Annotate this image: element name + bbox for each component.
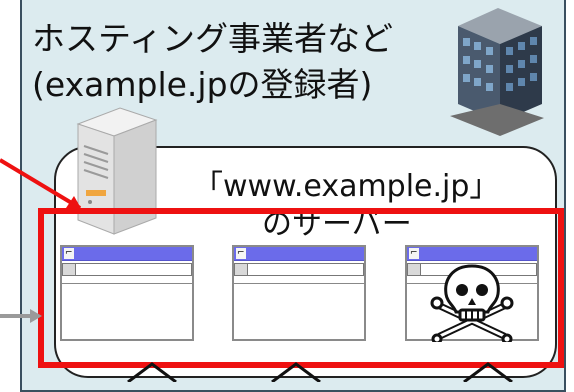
organization-name: ホスティング事業者など (32, 19, 394, 58)
address-field (248, 263, 364, 276)
title-bar: ⌐ (62, 247, 192, 261)
server-label-domain: 「www.example.jp」 (193, 169, 500, 204)
organization-registrant: (example.jpの登録者) (32, 65, 373, 104)
building-icon (450, 8, 544, 136)
title-bar: ⌐ (407, 247, 537, 261)
address-row (234, 263, 364, 276)
skull-crossbones-icon (430, 264, 514, 342)
page-icon (62, 263, 76, 276)
server-icon (76, 107, 158, 235)
title-bar: ⌐ (234, 247, 364, 261)
page-icon (234, 263, 248, 276)
web-window-1: ⌐ (60, 245, 194, 341)
window-icon: ⌐ (64, 248, 74, 259)
separator (234, 283, 364, 284)
window-icon: ⌐ (409, 248, 419, 259)
page-icon (407, 263, 421, 276)
separator (62, 283, 192, 284)
server-label-suffix: のサーバー (262, 207, 412, 242)
web-window-2: ⌐ (232, 245, 366, 341)
address-row (62, 263, 192, 276)
window-icon: ⌐ (236, 248, 246, 259)
address-field (76, 263, 192, 276)
